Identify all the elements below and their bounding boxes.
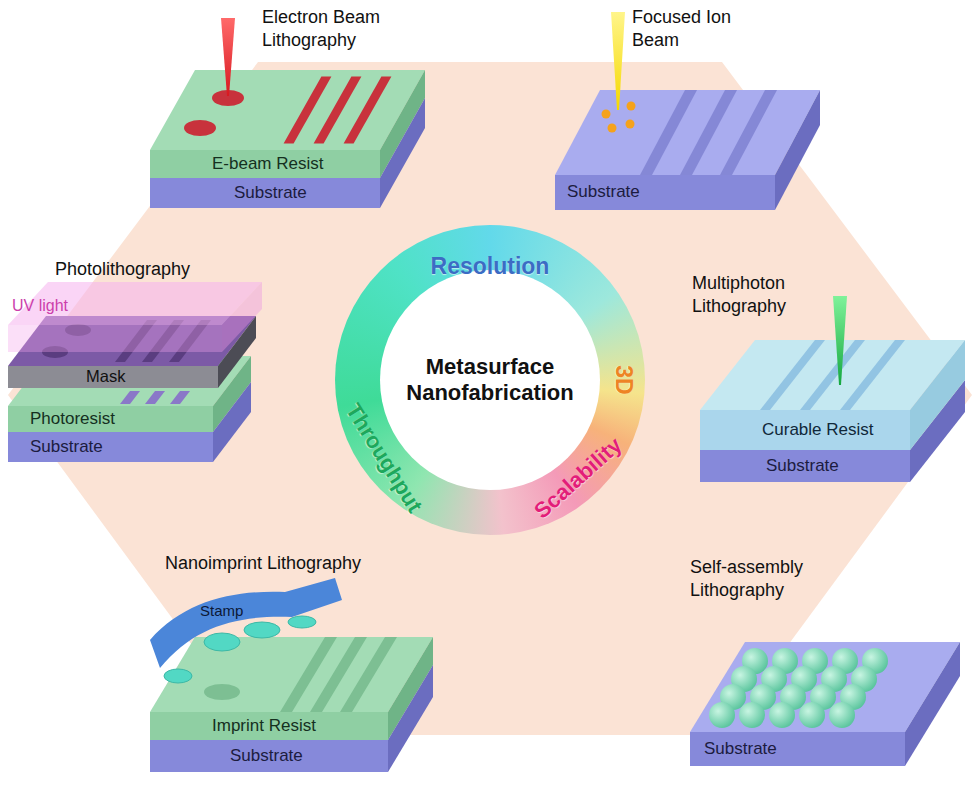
layer-label: Photoresist (30, 409, 115, 429)
imprinted-hole (204, 684, 240, 700)
criterion-label: Resolution (431, 252, 550, 281)
resist-layer: E-beam Resist (150, 150, 380, 178)
criterion-label: 3D (610, 365, 639, 394)
stamp-label-area: Stamp (198, 601, 254, 621)
exposed-dot (184, 120, 216, 136)
sputtered-atom (602, 110, 611, 119)
method-title: Photolithography (55, 258, 245, 281)
layer-label: Substrate (704, 739, 777, 759)
mask-layer: Mask (8, 366, 218, 388)
particle (769, 702, 795, 728)
light-label: UV light (12, 296, 102, 316)
particle (739, 702, 765, 728)
resist-top (150, 637, 433, 712)
resist-side (910, 340, 965, 450)
stamp-feature (288, 616, 316, 628)
exposed-line (145, 391, 165, 404)
exposed-line (170, 391, 190, 404)
resist-layer: Photoresist (8, 406, 213, 432)
laser-beam (833, 296, 847, 385)
layer-label: Mask (86, 367, 125, 387)
sputtered-atom (608, 124, 617, 133)
layer-label: Substrate (30, 437, 103, 457)
method-title: Electron Beam Lithography (262, 6, 392, 51)
substrate-top (555, 90, 820, 175)
milled-groove (720, 90, 777, 175)
substrate-side (388, 665, 433, 772)
cured-wall (840, 340, 905, 410)
substrate-layer: Substrate (700, 450, 910, 482)
center-circle: Metasurface Nanofabrication (380, 270, 600, 490)
substrate-side (380, 98, 425, 208)
resist-layer: Curable Resist (700, 410, 910, 450)
method-title: Nanoimprint Lithography (165, 552, 405, 575)
resist-top (150, 70, 425, 150)
imprinted-groove (340, 637, 397, 712)
method-title: Focused Ion Beam (632, 6, 747, 51)
stamp-feature (244, 622, 280, 638)
uv-light-side (222, 282, 262, 352)
uv-light-top (8, 282, 262, 325)
exposed-line (120, 391, 140, 404)
particle-array (709, 648, 888, 728)
sputtered-atom (627, 102, 636, 111)
layer-label: Substrate (567, 182, 640, 202)
resist-layer: Imprint Resist (150, 712, 388, 740)
substrate-layer: Substrate (150, 740, 388, 772)
layer-label: Curable Resist (762, 420, 874, 440)
substrate-layer: Substrate (690, 732, 905, 766)
layer-label: Substrate (766, 456, 839, 476)
particle (709, 702, 735, 728)
substrate-side (775, 90, 820, 210)
hexagon-background (8, 62, 972, 735)
stamp-sheet (150, 578, 342, 668)
stamp-feature (164, 669, 192, 683)
method-title: Self-assembly Lithography (690, 556, 820, 601)
substrate-layer: Substrate (150, 178, 380, 208)
layer-label: Imprint Resist (212, 716, 316, 736)
electron-beam (221, 18, 235, 96)
center-title: Metasurface Nanofabrication (400, 354, 580, 407)
substrate-layer: Substrate (8, 432, 213, 462)
substrate-layer: Substrate (555, 175, 775, 210)
uv-light-front (8, 325, 222, 352)
layer-label: Substrate (230, 746, 303, 766)
method-title: Multiphoton Lithography (692, 272, 807, 317)
sputtered-atom (626, 120, 635, 129)
exposed-line (344, 76, 392, 143)
ion-beam (611, 12, 625, 110)
layer-label: Stamp (200, 602, 243, 620)
substrate-side (213, 382, 251, 462)
particle (799, 702, 825, 728)
layer-label: E-beam Resist (212, 154, 323, 174)
substrate-side (905, 642, 960, 766)
layer-label: Substrate (234, 183, 307, 203)
particle (829, 702, 855, 728)
stamp-feature (204, 633, 240, 651)
